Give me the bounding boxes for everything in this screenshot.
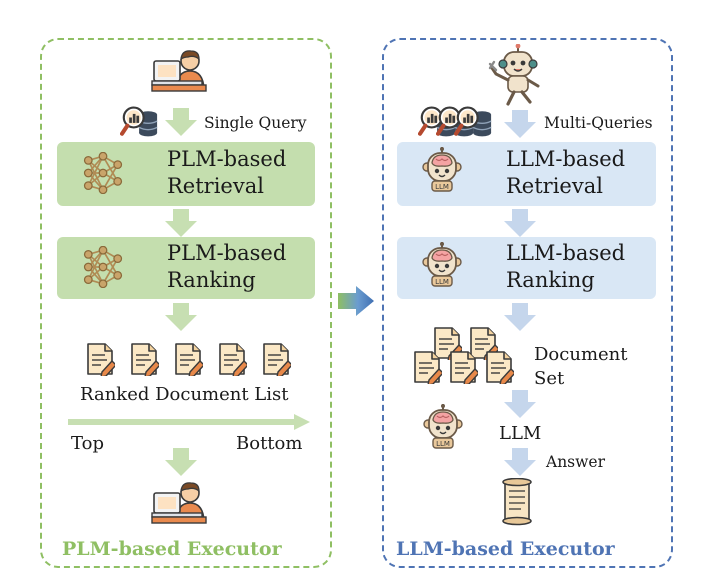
document-set-label: Document Set bbox=[534, 344, 628, 389]
llm-executor-title: LLM-based Executor bbox=[396, 538, 615, 560]
scroll-icon bbox=[499, 478, 535, 526]
document-icon bbox=[173, 342, 203, 376]
plm-ranking-label: PLM-based Ranking bbox=[167, 241, 287, 292]
rank-order-arrow bbox=[68, 414, 310, 430]
flow-arrow bbox=[504, 209, 536, 237]
document-icon bbox=[261, 342, 291, 376]
flow-arrow bbox=[165, 209, 197, 237]
neural-network-icon bbox=[82, 152, 124, 194]
flow-arrow bbox=[504, 390, 536, 418]
single-query-label: Single Query bbox=[204, 114, 307, 132]
plm-executor-panel bbox=[40, 38, 332, 568]
flow-arrow bbox=[165, 108, 197, 136]
llm-robot-icon bbox=[422, 242, 462, 288]
flow-arrow bbox=[504, 110, 536, 138]
document-icon bbox=[412, 350, 442, 384]
multi-queries-label: Multi-Queries bbox=[544, 114, 653, 132]
query-database-icon bbox=[454, 104, 494, 140]
document-icon bbox=[129, 342, 159, 376]
neural-network-icon bbox=[82, 246, 124, 288]
flow-arrow bbox=[165, 303, 197, 331]
answer-label: Answer bbox=[546, 453, 605, 471]
bottom-label: Bottom bbox=[236, 433, 303, 454]
flow-arrow bbox=[504, 303, 536, 331]
document-icon bbox=[484, 350, 514, 384]
document-icon bbox=[85, 342, 115, 376]
query-database-icon bbox=[120, 104, 160, 140]
llm-ranking-label: LLM-based Ranking bbox=[506, 241, 626, 292]
person-laptop-icon bbox=[150, 477, 210, 527]
llm-robot-icon bbox=[423, 404, 463, 450]
ranked-list-label: Ranked Document List bbox=[80, 384, 289, 405]
plm-retrieval-label: PLM-based Retrieval bbox=[167, 147, 287, 198]
flow-arrow bbox=[165, 448, 197, 476]
robot-mascot-icon bbox=[486, 44, 546, 108]
top-label: Top bbox=[71, 433, 104, 454]
llm-robot-icon bbox=[422, 147, 462, 193]
transition-arrow bbox=[338, 286, 374, 316]
flow-arrow bbox=[504, 448, 536, 476]
document-icon bbox=[217, 342, 247, 376]
person-laptop-icon bbox=[150, 45, 210, 95]
llm-executor-panel bbox=[382, 38, 673, 568]
llm-label: LLM bbox=[499, 423, 542, 444]
llm-retrieval-label: LLM-based Retrieval bbox=[506, 147, 626, 198]
plm-executor-title: PLM-based Executor bbox=[62, 538, 282, 560]
document-icon bbox=[448, 350, 478, 384]
